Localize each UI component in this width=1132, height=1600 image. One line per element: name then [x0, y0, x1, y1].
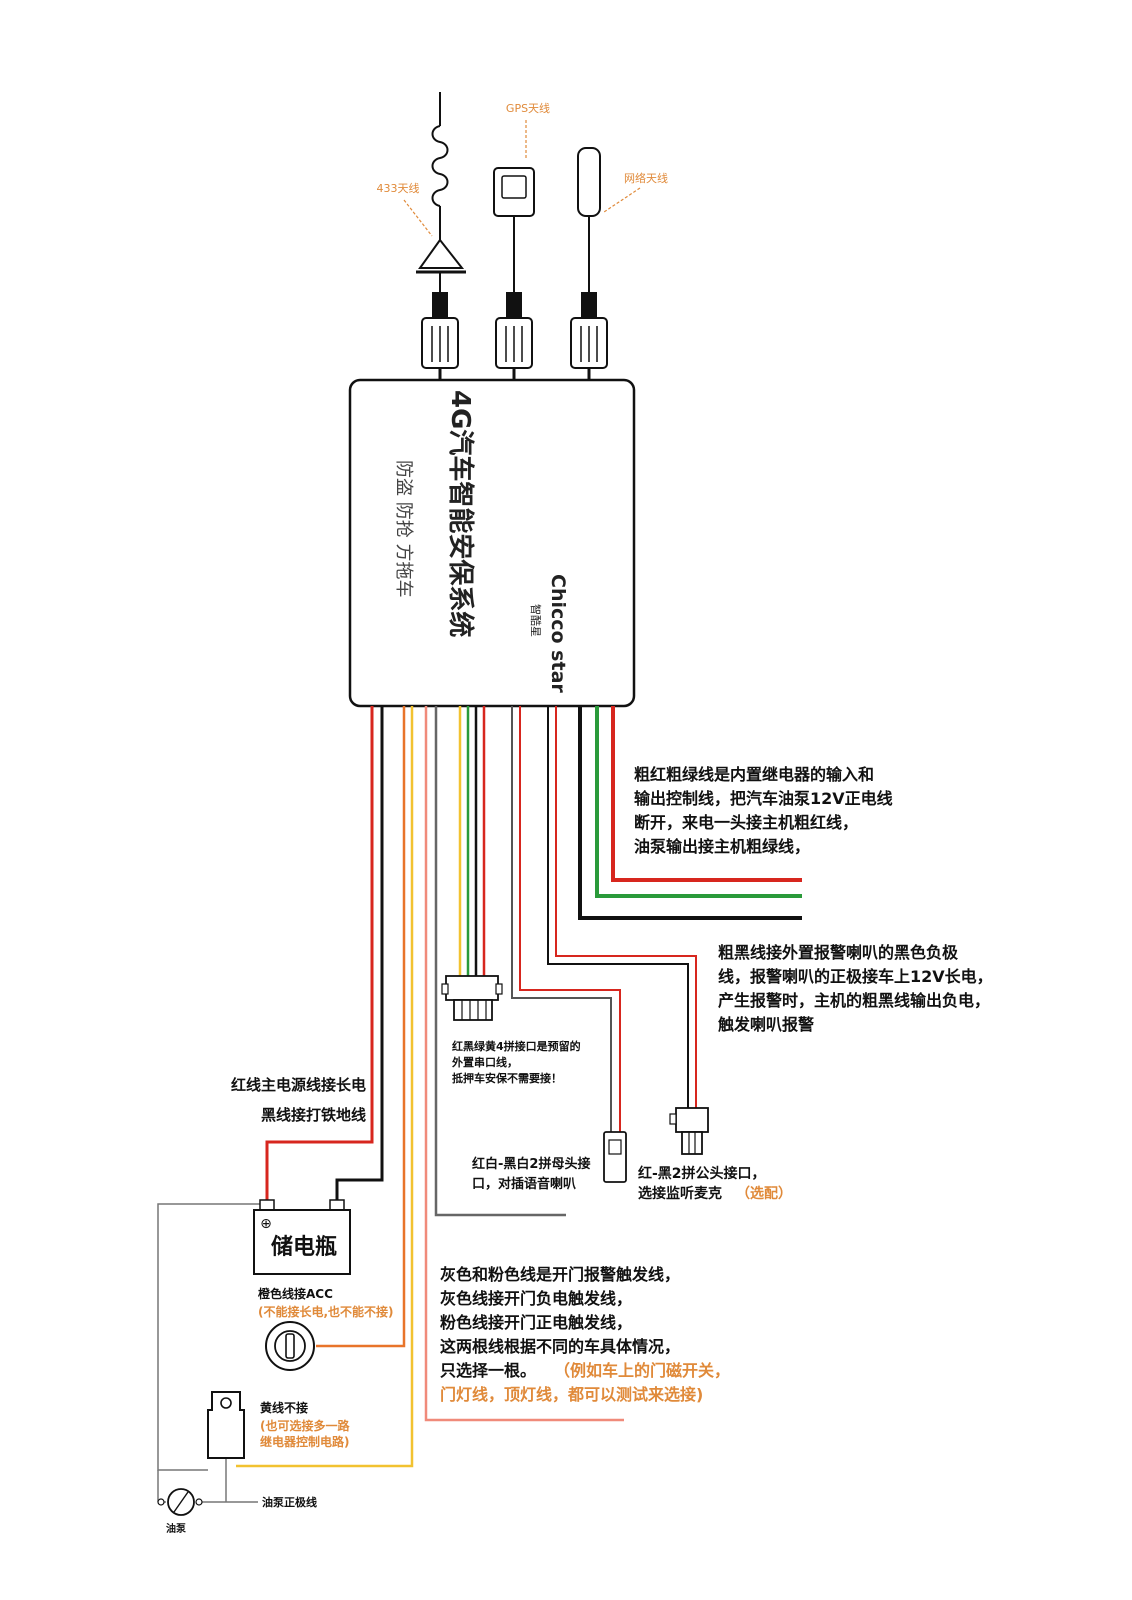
relay-icon: [207, 1391, 245, 1459]
wire-thick-red: [611, 706, 802, 882]
ignition-switch-icon: [265, 1321, 315, 1371]
gps-antenna-icon: [493, 167, 535, 292]
battery-plus-sign: ⊕: [260, 1216, 272, 1232]
wire-power-black: [335, 706, 384, 1204]
speaker-note: 红白-黑白2拼母头接 口，对插语音喇叭: [472, 1156, 590, 1192]
alarm-note: 粗黑线接外置报警喇叭的黑色负极 线，报警喇叭的正极接车上12V长电， 产生报警时…: [717, 943, 993, 1034]
yellow-note1: (也可选接多一路: [260, 1418, 350, 1433]
wire-thick-black: [578, 706, 802, 920]
serial-note: 红黑绿黄4拼接口是预留的 外置串口线， 抵押车安保不需要接！: [451, 1039, 581, 1085]
acc-title: 橙色线接ACC: [258, 1286, 333, 1301]
alarm-note-line: 线，报警喇叭的正极接车上12V长电，: [718, 967, 993, 986]
mic-note-optional: （选配）: [736, 1185, 792, 1202]
relay-note: 粗红粗绿线是内置继电器的输入和 输出控制线，把汽车油泵12V正电线 断开，来电一…: [634, 765, 893, 856]
power-red-note: 红线主电源线接长电: [231, 1076, 366, 1094]
antenna-connector-network: [570, 292, 608, 369]
serial-note-line: 外置串口线，: [451, 1055, 518, 1069]
door-note: 灰色和粉色线是开门报警触发线， 灰色线接开门负电触发线， 粉色线接开门正电触发线…: [440, 1265, 730, 1404]
wire-orange-acc: [316, 706, 406, 1348]
wire-speaker-redwhite: [519, 706, 621, 1132]
relay-note-line: 断开，来电一头接主机粗红线，: [634, 813, 858, 832]
wire-thick-green: [595, 706, 802, 898]
alarm-note-line: 触发喇叭报警: [717, 1015, 814, 1034]
antenna-connector-gps: [495, 292, 533, 369]
mic-note-line2: 选接监听麦克: [638, 1185, 722, 1202]
gps-antenna-label: GPS天线: [506, 101, 550, 115]
network-antenna-label: 网络天线: [624, 171, 668, 185]
yellow-title: 黄线不接: [260, 1400, 308, 1415]
battery-label: 储电瓶: [271, 1234, 337, 1260]
mic-note: 红-黑2拼公头接口， 选接监听麦克 （选配）: [638, 1165, 792, 1202]
connector-icon-speaker: [603, 1131, 627, 1183]
serial-note-line: 红黑绿黄4拼接口是预留的: [452, 1039, 581, 1053]
yellow-note2: 继电器控制电路): [260, 1434, 350, 1449]
device-title: 4G汽车智能安保系统: [445, 390, 476, 637]
serial-note-line: 抵押车安保不需要接！: [452, 1071, 562, 1085]
device-box: [348, 378, 636, 708]
door-note-example2: 门灯线，顶灯线，都可以测试来选接): [440, 1385, 703, 1404]
door-note-line: 灰色和粉色线是开门报警触发线，: [440, 1265, 680, 1284]
device-subtitle: 防盗 防抢 方拖车: [393, 460, 414, 597]
mic-note-line1: 红-黑2拼公头接口，: [638, 1165, 766, 1182]
door-note-line: 这两根线根据不同的车具体情况，: [440, 1337, 680, 1356]
wire-gray: [434, 706, 566, 1217]
connector-icon-mic: [669, 1107, 709, 1155]
wire-power-red: [265, 706, 374, 1204]
antenna-433-label: 433天线: [377, 181, 420, 195]
wire-pink: [424, 706, 624, 1422]
relay-note-line: 输出控制线，把汽车油泵12V正电线: [634, 789, 893, 808]
brand-logo-cn: 智酷星: [529, 604, 543, 637]
connector-icon-4pin: [441, 975, 503, 1021]
alarm-note-line: 粗黑线接外置报警喇叭的黑色负极: [718, 943, 959, 962]
pump-positive-label: 油泵正极线: [262, 1495, 317, 1509]
alarm-note-line: 产生报警时，主机的粗黑线输出负电，: [718, 991, 990, 1010]
wire-mic-black: [547, 706, 689, 1108]
battery-icon: [253, 1199, 351, 1275]
wire-mic-red: [555, 706, 697, 1108]
power-black-note: 黑线接打铁地线: [261, 1106, 366, 1124]
relay-note-line: 油泵输出接主机粗绿线，: [634, 837, 810, 856]
wire-yellow: [236, 706, 414, 1468]
door-note-example1: （例如车上的门磁开关，: [554, 1361, 730, 1380]
pump-label: 油泵: [166, 1522, 187, 1535]
network-antenna-icon: [577, 147, 601, 292]
door-note-line: 粉色线接开门正电触发线，: [440, 1313, 632, 1332]
door-note-choose: 只选择一根。: [440, 1361, 536, 1380]
speaker-note-line: 红白-黑白2拼母头接: [472, 1156, 590, 1172]
door-note-line: 灰色线接开门负电触发线，: [440, 1289, 632, 1308]
wire-speaker-blackwhite: [511, 706, 612, 1132]
brand-logo: Chicco star: [547, 574, 569, 693]
acc-note: (不能接长电,也不能不接): [258, 1304, 394, 1319]
antenna-connector-433: [421, 292, 459, 369]
fuel-pump-icon: [157, 1488, 203, 1516]
antenna-433-icon: [416, 92, 466, 292]
relay-note-line: 粗红粗绿线是内置继电器的输入和: [634, 765, 874, 784]
speaker-note-line: 口，对插语音喇叭: [472, 1176, 576, 1192]
